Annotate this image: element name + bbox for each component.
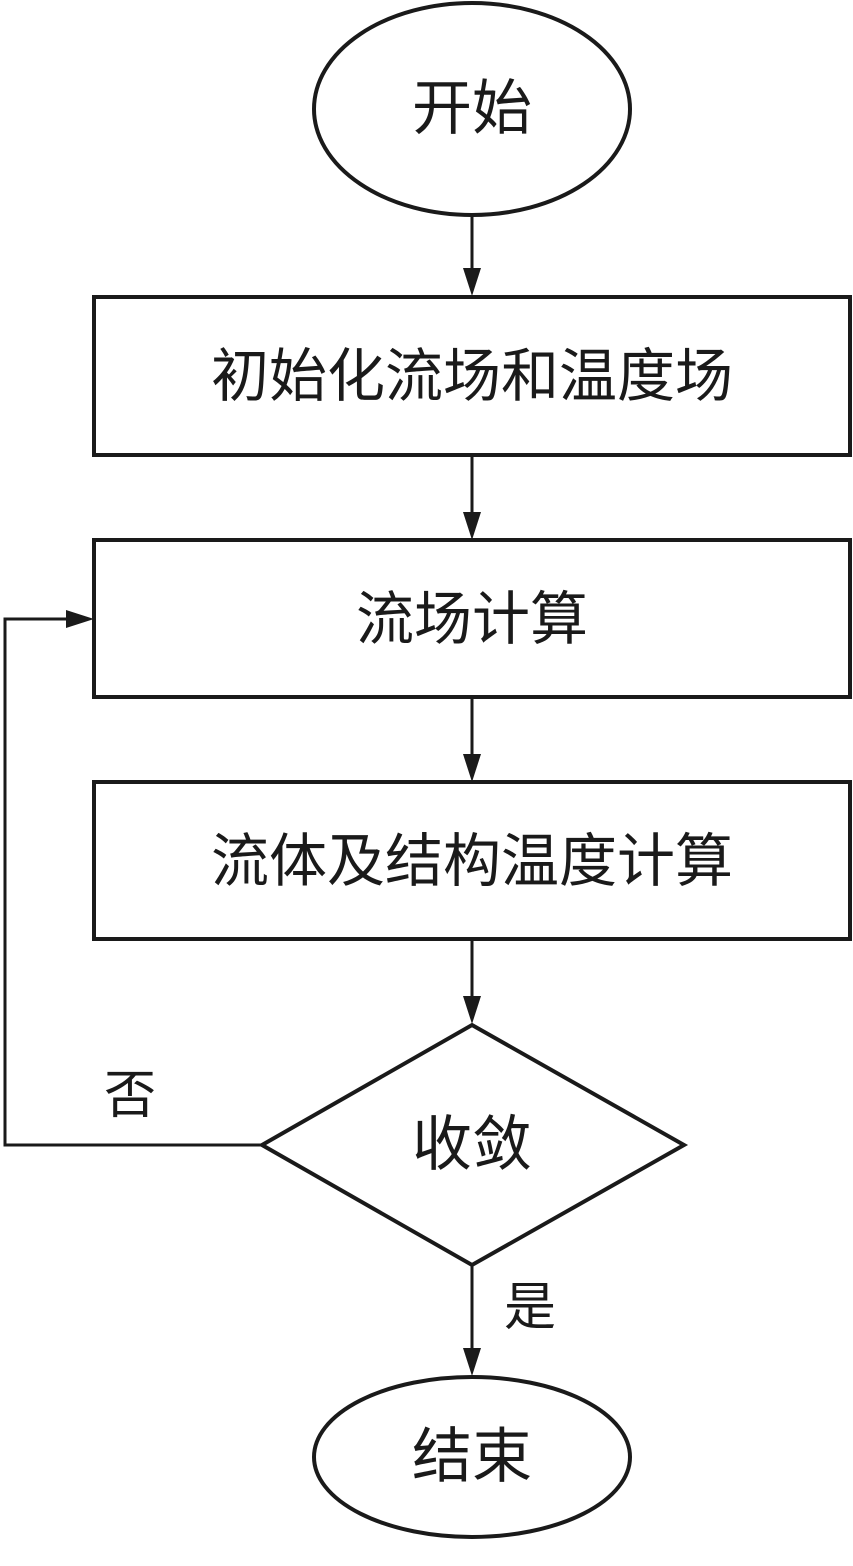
- flow-node: 流场计算: [92, 538, 852, 699]
- decision-node: 收敛: [257, 1022, 689, 1268]
- start-ellipse: [312, 1, 632, 217]
- init-node: 初始化流场和温度场: [92, 295, 852, 457]
- start-label: 开始: [412, 74, 532, 144]
- arrow-flow-temp: [463, 754, 481, 782]
- arrow-decision-end: [463, 1348, 481, 1376]
- arrow-init-flow: [463, 512, 481, 540]
- connectors: [3, 215, 481, 1376]
- flow-box: [92, 538, 852, 699]
- connector-loop-back: [3, 617, 262, 1147]
- start-node: 开始: [312, 1, 632, 217]
- temp-node: 流体及结构温度计算: [92, 780, 852, 941]
- edge-label-no: 否: [104, 1066, 156, 1126]
- decision-label: 收敛: [412, 1110, 532, 1180]
- init-box: [92, 295, 852, 457]
- decision-diamond: [257, 1022, 689, 1268]
- end-node: 结束: [312, 1375, 632, 1539]
- temp-label: 流体及结构温度计算: [211, 827, 733, 895]
- arrow-start-init: [463, 268, 481, 296]
- flow-label: 流场计算: [356, 585, 588, 653]
- edge-label-yes: 是: [504, 1278, 556, 1338]
- temp-box: [92, 780, 852, 941]
- end-ellipse: [312, 1375, 632, 1539]
- end-label: 结束: [412, 1422, 532, 1492]
- arrow-loop-back: [66, 610, 94, 628]
- arrow-temp-decision: [463, 996, 481, 1024]
- init-label: 初始化流场和温度场: [211, 342, 733, 410]
